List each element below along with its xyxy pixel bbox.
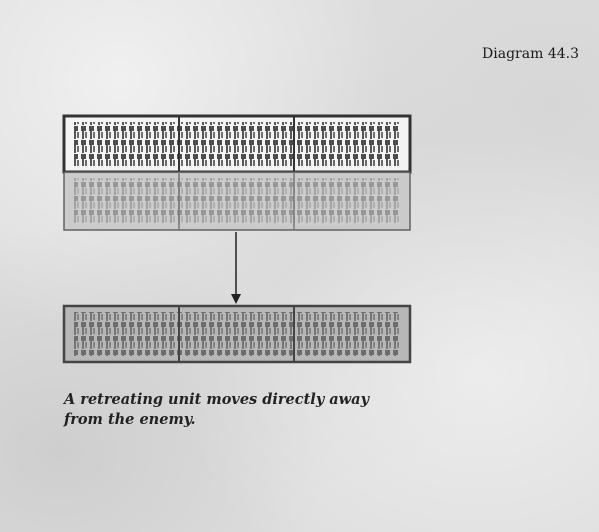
upper-formation [62, 114, 412, 231]
arrow-down-icon [231, 232, 241, 304]
retreated-troops [74, 312, 400, 356]
caption-line: A retreating unit moves directly away [64, 391, 369, 408]
diagram-caption: A retreating unit moves directly away fr… [64, 390, 369, 430]
retreated-formation [62, 304, 412, 364]
diagram-number: Diagram 44.3 [482, 46, 579, 62]
front-rank-troops [74, 122, 400, 166]
rear-rank-troops [74, 178, 400, 224]
caption-line: from the enemy. [64, 411, 196, 428]
